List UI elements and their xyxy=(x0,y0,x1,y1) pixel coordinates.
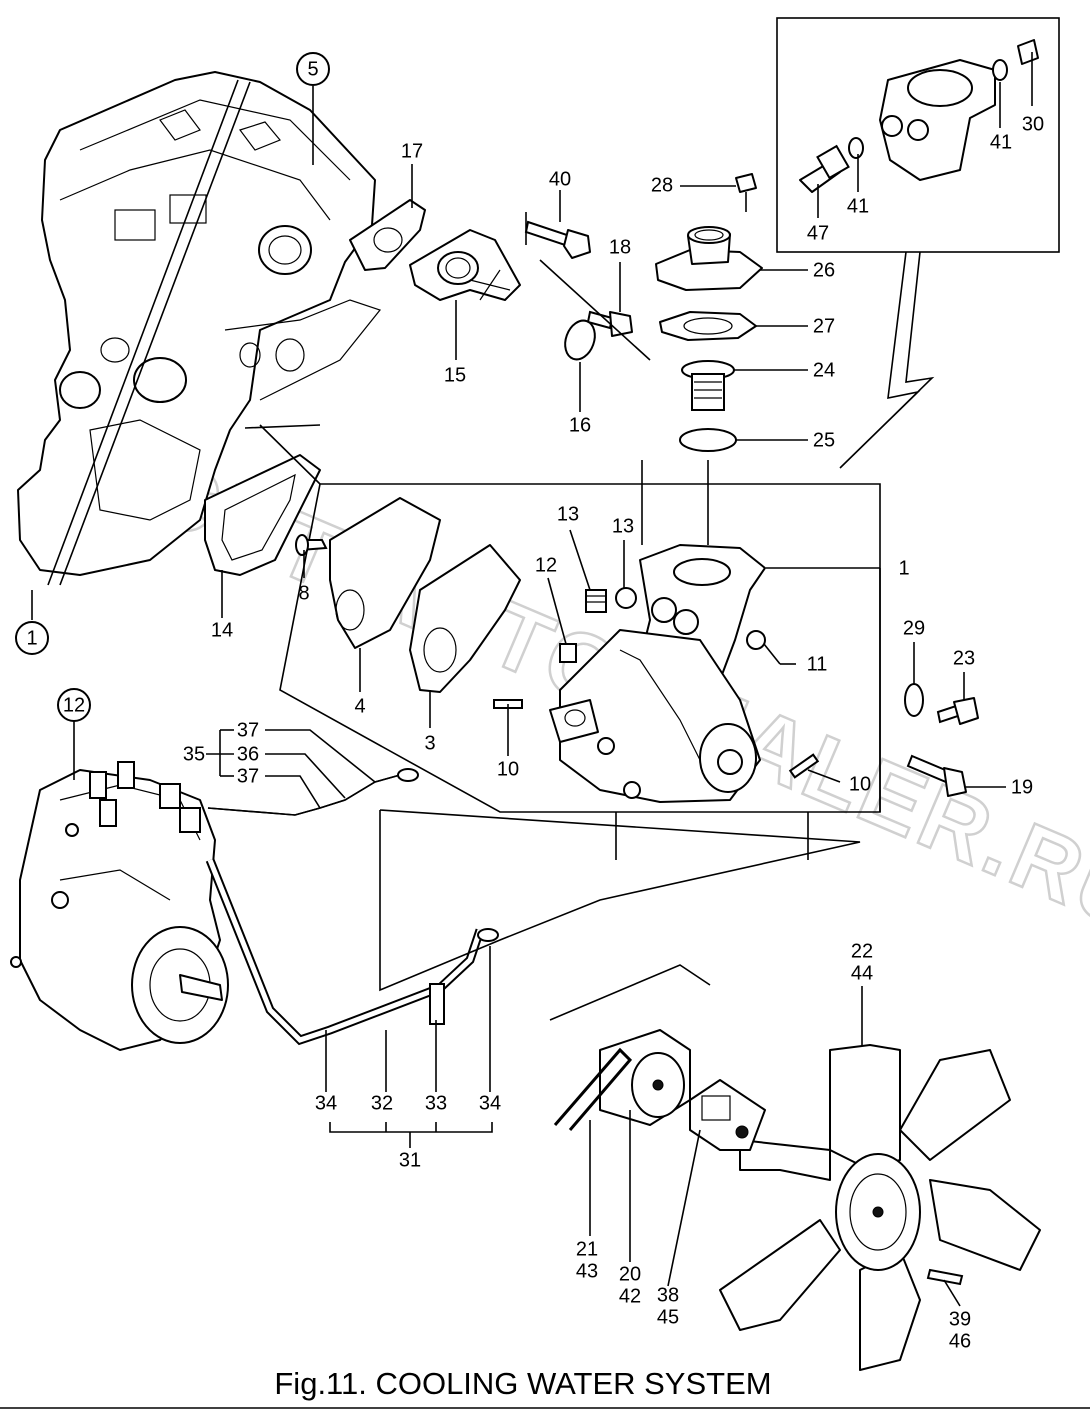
callout-46: 46 xyxy=(949,1330,971,1352)
gasket-14 xyxy=(204,454,321,576)
callout-41-bottom: 41 xyxy=(847,195,869,217)
callout-27: 27 xyxy=(813,315,835,337)
callout-40: 40 xyxy=(549,168,571,190)
callout-35: 35 xyxy=(183,743,205,765)
callout-labels: 17 40 18 15 16 28 26 27 24 25 41 30 41 4… xyxy=(183,113,1044,1352)
callout-26: 26 xyxy=(813,259,835,281)
callout-29: 29 xyxy=(903,617,925,639)
callout-34-left: 34 xyxy=(315,1092,337,1114)
callout-lines xyxy=(31,52,1033,1307)
callout-45: 45 xyxy=(657,1306,679,1328)
callout-13-right: 13 xyxy=(612,515,634,537)
callout-41-top: 41 xyxy=(990,131,1012,153)
callout-11: 11 xyxy=(807,653,828,675)
circled-ref-12 xyxy=(57,688,91,722)
callout-32: 32 xyxy=(371,1092,393,1114)
callout-22: 22 xyxy=(851,940,873,962)
bolt-19 xyxy=(906,754,967,797)
figure-caption: Fig.11. COOLING WATER SYSTEM xyxy=(274,1366,771,1401)
sensor-detail-inset xyxy=(776,17,1060,469)
spacer-38 xyxy=(689,1079,766,1151)
gasket-17 xyxy=(349,199,426,271)
water-pump-assembly xyxy=(279,483,881,813)
outlet-flange-15 xyxy=(409,229,521,301)
callout-47: 47 xyxy=(807,222,829,244)
cylinder-head-block xyxy=(17,71,382,586)
callout-14: 14 xyxy=(211,619,233,641)
callout-33: 33 xyxy=(425,1092,447,1114)
circled-references: 5 1 12 xyxy=(15,52,330,722)
callout-34-right: 34 xyxy=(479,1092,501,1114)
fan-pulley xyxy=(553,1029,691,1131)
callout-3: 3 xyxy=(424,732,435,754)
callout-38: 38 xyxy=(657,1284,679,1306)
bolt-23 xyxy=(936,697,979,725)
callout-43: 43 xyxy=(576,1260,598,1282)
callout-37-bottom: 37 xyxy=(237,765,259,787)
circled-ref-1-label: 1 xyxy=(26,627,37,649)
washer-29 xyxy=(904,683,924,717)
callout-8: 8 xyxy=(298,582,309,604)
o-ring-16 xyxy=(564,319,596,361)
callout-44: 44 xyxy=(851,962,873,984)
gasket-27 xyxy=(659,311,757,341)
circled-ref-1 xyxy=(15,621,49,655)
callout-13-left: 13 xyxy=(557,503,579,525)
callout-19: 19 xyxy=(1011,776,1033,798)
callout-15: 15 xyxy=(444,364,466,386)
callout-4: 4 xyxy=(354,695,365,717)
callout-20: 20 xyxy=(619,1263,641,1285)
bolt-40 xyxy=(524,220,591,259)
callout-36: 36 xyxy=(237,743,259,765)
callout-31: 31 xyxy=(399,1149,421,1171)
callout-16: 16 xyxy=(569,414,591,436)
callout-24: 24 xyxy=(813,359,835,381)
callout-42: 42 xyxy=(619,1285,641,1307)
circled-ref-12-label: 12 xyxy=(63,694,85,716)
return-pipe-35 xyxy=(207,768,419,816)
bolt-28 xyxy=(735,173,757,212)
callout-1: 1 xyxy=(898,557,909,579)
callout-39: 39 xyxy=(949,1308,971,1330)
thermostat-24 xyxy=(681,360,735,411)
injection-pump xyxy=(10,761,229,1051)
callout-10-right: 10 xyxy=(849,773,871,795)
water-pipe-31 xyxy=(205,858,499,1046)
bolt-18 xyxy=(586,310,633,337)
callout-18: 18 xyxy=(609,236,631,258)
o-ring-25 xyxy=(679,428,737,452)
callout-17: 17 xyxy=(401,140,423,162)
callout-25: 25 xyxy=(813,429,835,451)
leader-lines xyxy=(244,212,861,1021)
callout-37-top: 37 xyxy=(237,719,259,741)
callout-23: 23 xyxy=(953,647,975,669)
thermostat-cover-26 xyxy=(655,226,763,291)
callout-21: 21 xyxy=(576,1238,598,1260)
circled-ref-5-label: 5 xyxy=(307,58,318,80)
circled-ref-5 xyxy=(296,52,330,86)
callout-12: 12 xyxy=(535,554,557,576)
callout-10-left: 10 xyxy=(497,758,519,780)
callout-30: 30 xyxy=(1022,113,1044,135)
cooling-fan xyxy=(719,1044,1041,1371)
callout-28: 28 xyxy=(651,174,673,196)
